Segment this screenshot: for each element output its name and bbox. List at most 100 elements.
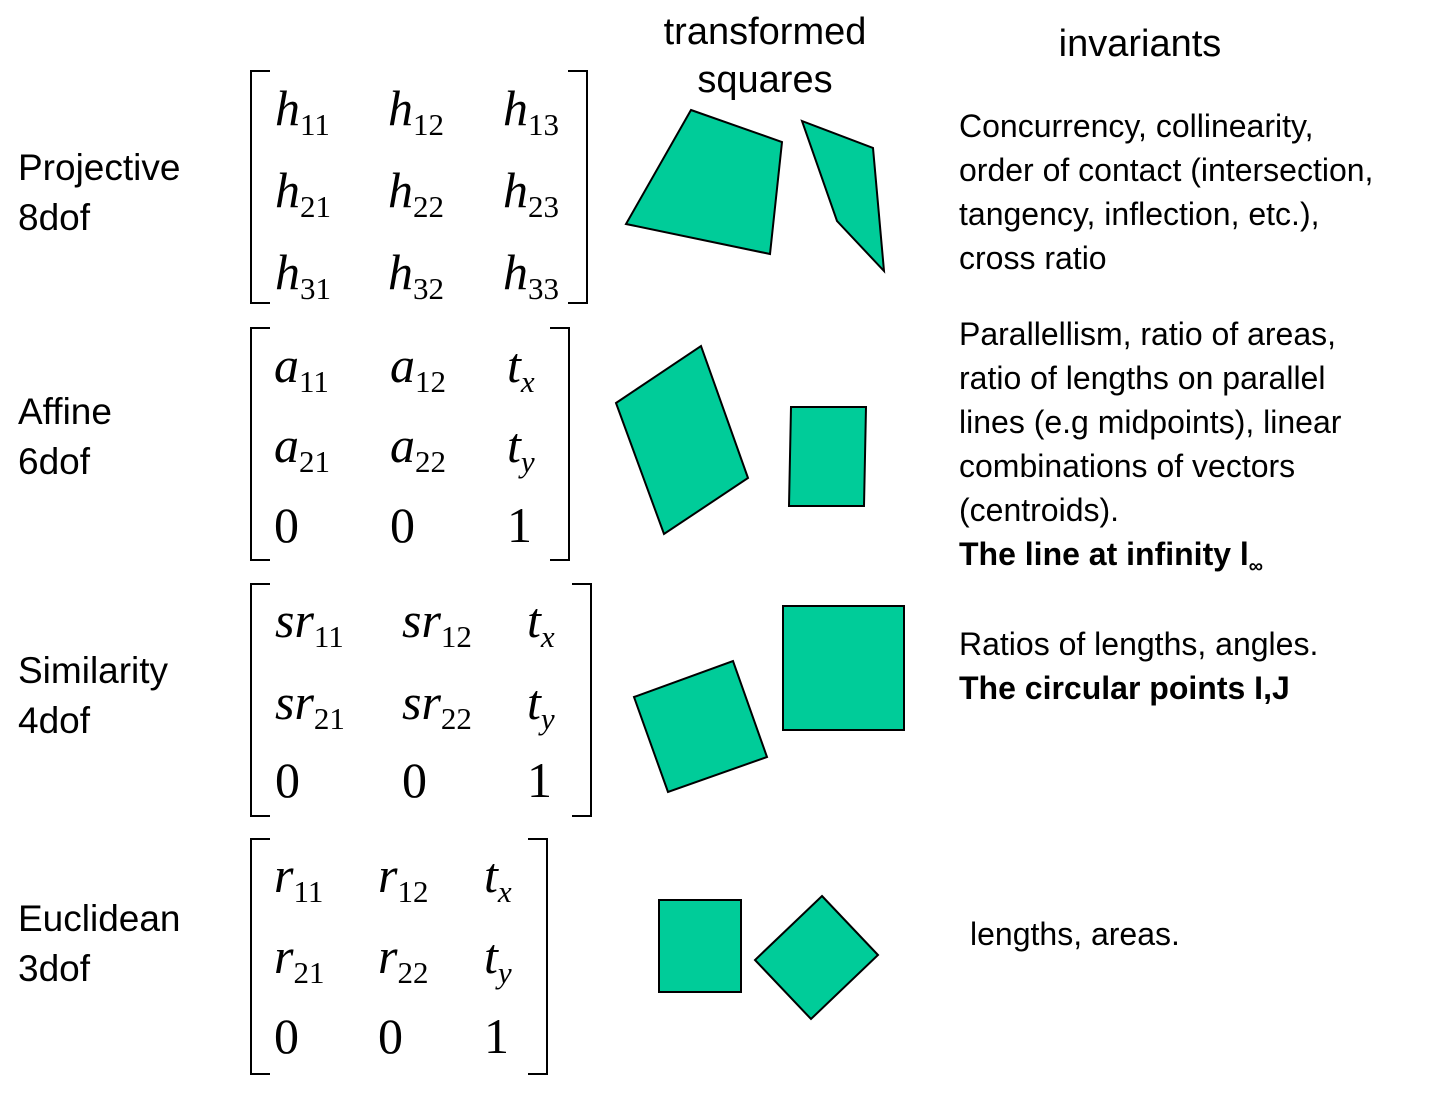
entry-symbol: r: [378, 928, 398, 984]
matrix-entry: a12: [390, 335, 446, 397]
matrix-entry: ty: [507, 415, 535, 477]
affine-square-1: [614, 344, 750, 536]
invariant-bold-line: The circular points I,J: [959, 670, 1290, 706]
entry-symbol: sr: [402, 592, 441, 648]
invariant-line: order of contact (intersection,: [959, 152, 1374, 188]
matrix-entry: 0: [274, 1006, 299, 1066]
entry-symbol: 0: [378, 1008, 403, 1064]
invariants-similarity: Ratios of lengths, angles. The circular …: [959, 622, 1318, 710]
row-dof: 6dof: [18, 441, 91, 482]
invariant-line: (centroids).: [959, 492, 1120, 528]
entry-symbol: h: [275, 244, 300, 300]
entry-subscript: 12: [415, 364, 446, 399]
invariant-line: combinations of vectors: [959, 448, 1296, 484]
entry-subscript: 12: [397, 874, 429, 909]
entry-subscript: 11: [299, 364, 329, 399]
invariant-line: Ratios of lengths, angles.: [959, 626, 1319, 662]
entry-symbol: r: [274, 928, 294, 984]
entry-subscript: 22: [440, 701, 472, 736]
entry-symbol: t: [527, 592, 541, 648]
entry-symbol: sr: [275, 592, 314, 648]
matrix-entry: r11: [274, 845, 323, 907]
matrix-right-bracket: [568, 70, 588, 304]
matrix-entry: r21: [274, 926, 324, 988]
entry-symbol: 1: [507, 497, 532, 553]
entry-symbol: t: [507, 337, 521, 393]
entry-symbol: a: [390, 337, 415, 393]
entry-symbol: h: [503, 244, 528, 300]
entry-symbol: r: [378, 847, 398, 903]
matrix-entry: h31: [275, 242, 331, 304]
matrix-left-bracket: [250, 583, 270, 817]
matrix-entry: h13: [503, 78, 559, 140]
matrix-left-bracket: [250, 327, 270, 561]
entry-symbol: h: [503, 80, 528, 136]
bold-text: The line at infinity l: [959, 536, 1249, 572]
matrix-entry: 0: [274, 495, 299, 555]
matrix-entry: h22: [388, 160, 444, 222]
entry-symbol: 0: [390, 497, 415, 553]
label-similarity: Similarity 4dof: [18, 646, 168, 746]
invariants-projective: Concurrency, collinearity, order of cont…: [959, 104, 1373, 280]
entry-symbol: 0: [274, 497, 299, 553]
matrix-entry: a21: [274, 415, 330, 477]
matrix-entry: tx: [507, 335, 535, 397]
row-dof: 8dof: [18, 197, 91, 238]
matrix-entry: sr12: [402, 590, 472, 652]
matrix-entry: h32: [388, 242, 444, 304]
entry-subscript: 22: [415, 444, 446, 479]
matrix-entry: 0: [378, 1006, 403, 1066]
label-affine: Affine 6dof: [18, 387, 112, 487]
invariant-line: Concurrency, collinearity,: [959, 108, 1314, 144]
entry-subscript: 21: [293, 955, 325, 990]
matrix-entry: r12: [378, 845, 428, 907]
entry-subscript: 32: [413, 271, 444, 306]
entry-symbol: a: [274, 337, 299, 393]
affine-square-2: [787, 406, 868, 507]
entry-subscript: x: [520, 364, 535, 399]
entry-symbol: 1: [527, 752, 552, 808]
matrix-entry: 1: [527, 750, 552, 810]
matrix-entry: tx: [484, 845, 512, 907]
matrix-right-bracket: [550, 327, 570, 561]
matrix-right-bracket: [572, 583, 592, 817]
entry-symbol: sr: [402, 674, 441, 730]
invariant-line: tangency, inflection, etc.),: [959, 196, 1320, 232]
entry-subscript: 23: [528, 189, 559, 224]
invariants-affine: Parallellism, ratio of areas, ratio of l…: [959, 312, 1341, 588]
matrix-entry: h21: [275, 160, 331, 222]
entry-symbol: h: [503, 162, 528, 218]
entry-symbol: 1: [484, 1008, 509, 1064]
entry-subscript: 31: [300, 271, 331, 306]
entry-symbol: r: [274, 847, 294, 903]
entry-subscript: 12: [440, 619, 472, 654]
entry-subscript: 11: [313, 619, 344, 654]
row-name: Projective: [18, 147, 181, 188]
row-name: Euclidean: [18, 898, 181, 939]
invariant-line: lines (e.g midpoints), linear: [959, 404, 1342, 440]
matrix-entry: 0: [275, 750, 300, 810]
matrix-entry: h11: [275, 78, 330, 140]
matrix-entry: ty: [484, 926, 512, 988]
matrix-entry: 0: [402, 750, 427, 810]
row-dof: 4dof: [18, 700, 91, 741]
row-dof: 3dof: [18, 948, 91, 989]
entry-subscript: x: [497, 874, 512, 909]
invariants-euclidean: lengths, areas.: [970, 912, 1180, 956]
matrix-entry: tx: [527, 590, 555, 652]
matrix-right-bracket: [528, 838, 548, 1075]
similarity-square-1: [632, 659, 769, 794]
entry-symbol: h: [275, 80, 300, 136]
entry-subscript: 21: [300, 189, 331, 224]
entry-symbol: 0: [402, 752, 427, 808]
header-transformed-squares: transformed squares: [663, 11, 867, 101]
invariant-line: lengths, areas.: [970, 916, 1180, 952]
invariant-bold-line: The line at infinity l∞: [959, 532, 1341, 588]
entry-symbol: sr: [275, 674, 314, 730]
entry-symbol: t: [527, 674, 541, 730]
invariant-line: cross ratio: [959, 240, 1107, 276]
invariant-line: Parallellism, ratio of areas,: [959, 316, 1337, 352]
entry-symbol: t: [484, 928, 498, 984]
entry-subscript: y: [540, 701, 555, 736]
label-projective: Projective 8dof: [18, 143, 180, 243]
